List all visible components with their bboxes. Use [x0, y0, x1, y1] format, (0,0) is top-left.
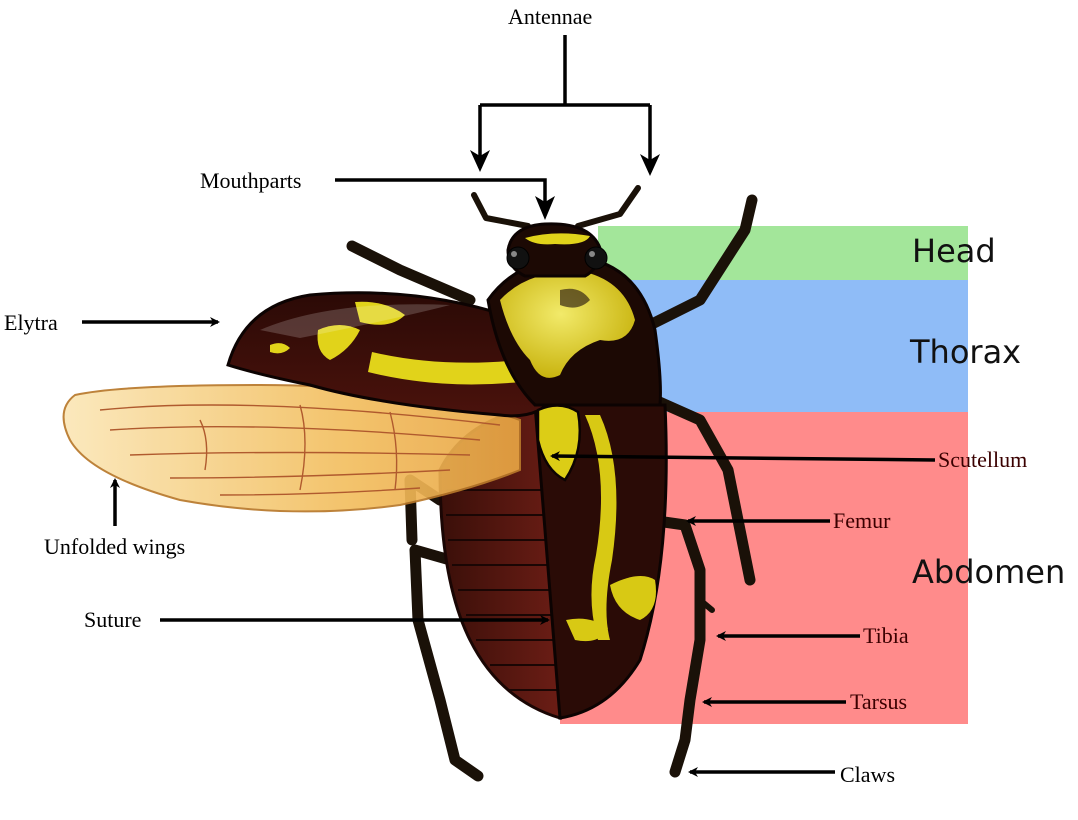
- antennae-arrowhead-left: [470, 150, 490, 172]
- label-mouthparts: Mouthparts: [200, 168, 301, 193]
- left-elytron-sheen: [260, 304, 450, 338]
- label-claws: Claws: [840, 762, 895, 787]
- right-elytron-spot: [610, 576, 656, 620]
- region-label-head: Head: [912, 232, 996, 270]
- beetle-left-elytron: [226, 291, 558, 418]
- left-elytron-stripe-2: [317, 325, 360, 360]
- label-tarsus: Tarsus: [850, 689, 907, 714]
- eye-right: [584, 246, 608, 270]
- eye-right-highlight: [589, 251, 595, 257]
- label-suture: Suture: [84, 607, 141, 632]
- beetle-right-elytron: [533, 403, 668, 720]
- antennae-bracket: [478, 35, 652, 172]
- beetle-head: [471, 185, 641, 278]
- thorax-dark-mark: [560, 288, 590, 308]
- leg-hind-right-spur: [697, 597, 715, 613]
- label-scutellum: Scutellum: [938, 447, 1027, 472]
- label-elytra: Elytra: [4, 310, 58, 335]
- annotation-labels: Antennae Mouthparts Elytra Unfolded wing…: [4, 4, 1027, 787]
- beetle-thorax: [486, 256, 662, 482]
- label-unfolded-wings: Unfolded wings: [44, 534, 185, 559]
- left-elytron-spot: [270, 343, 290, 354]
- region-label-abdomen: Abdomen: [912, 553, 1065, 591]
- region-label-thorax: Thorax: [909, 333, 1021, 371]
- annotation-arrows: [82, 35, 936, 777]
- head-region-band: [598, 226, 968, 280]
- label-antennae: Antennae: [508, 4, 592, 29]
- eye-left-highlight: [511, 251, 517, 257]
- right-elytron-spot-lower: [566, 618, 608, 642]
- leg-hind-right: [644, 514, 706, 778]
- label-tibia: Tibia: [863, 623, 909, 648]
- abdomen-segments: [446, 489, 558, 691]
- left-elytron-stripe-1: [368, 352, 530, 385]
- antennae-arrowhead-right: [640, 154, 660, 176]
- scutellum-arrow: [550, 451, 936, 462]
- left-elytron-stripe-3: [355, 301, 405, 325]
- label-femur: Femur: [833, 508, 891, 533]
- leg-front-right: [634, 194, 758, 336]
- leg-mid-right: [649, 394, 756, 586]
- right-elytron-stripe: [585, 415, 617, 640]
- antenna-right: [575, 185, 641, 229]
- leg-front-left: [346, 240, 476, 306]
- thorax-yellow-pattern: [500, 271, 635, 378]
- leg-front-right-spur: [702, 269, 723, 293]
- mouthparts-leader: [335, 178, 547, 212]
- leg-mid-left: [409, 544, 484, 782]
- head-yellow-band: [525, 233, 590, 245]
- beetle-unfolded-wing: [62, 383, 521, 513]
- wing-veins: [99, 404, 501, 496]
- scutellum-plate: [536, 404, 582, 482]
- antenna-left: [471, 192, 531, 229]
- mouthparts-arrowhead: [535, 196, 555, 220]
- eye-left: [506, 246, 530, 270]
